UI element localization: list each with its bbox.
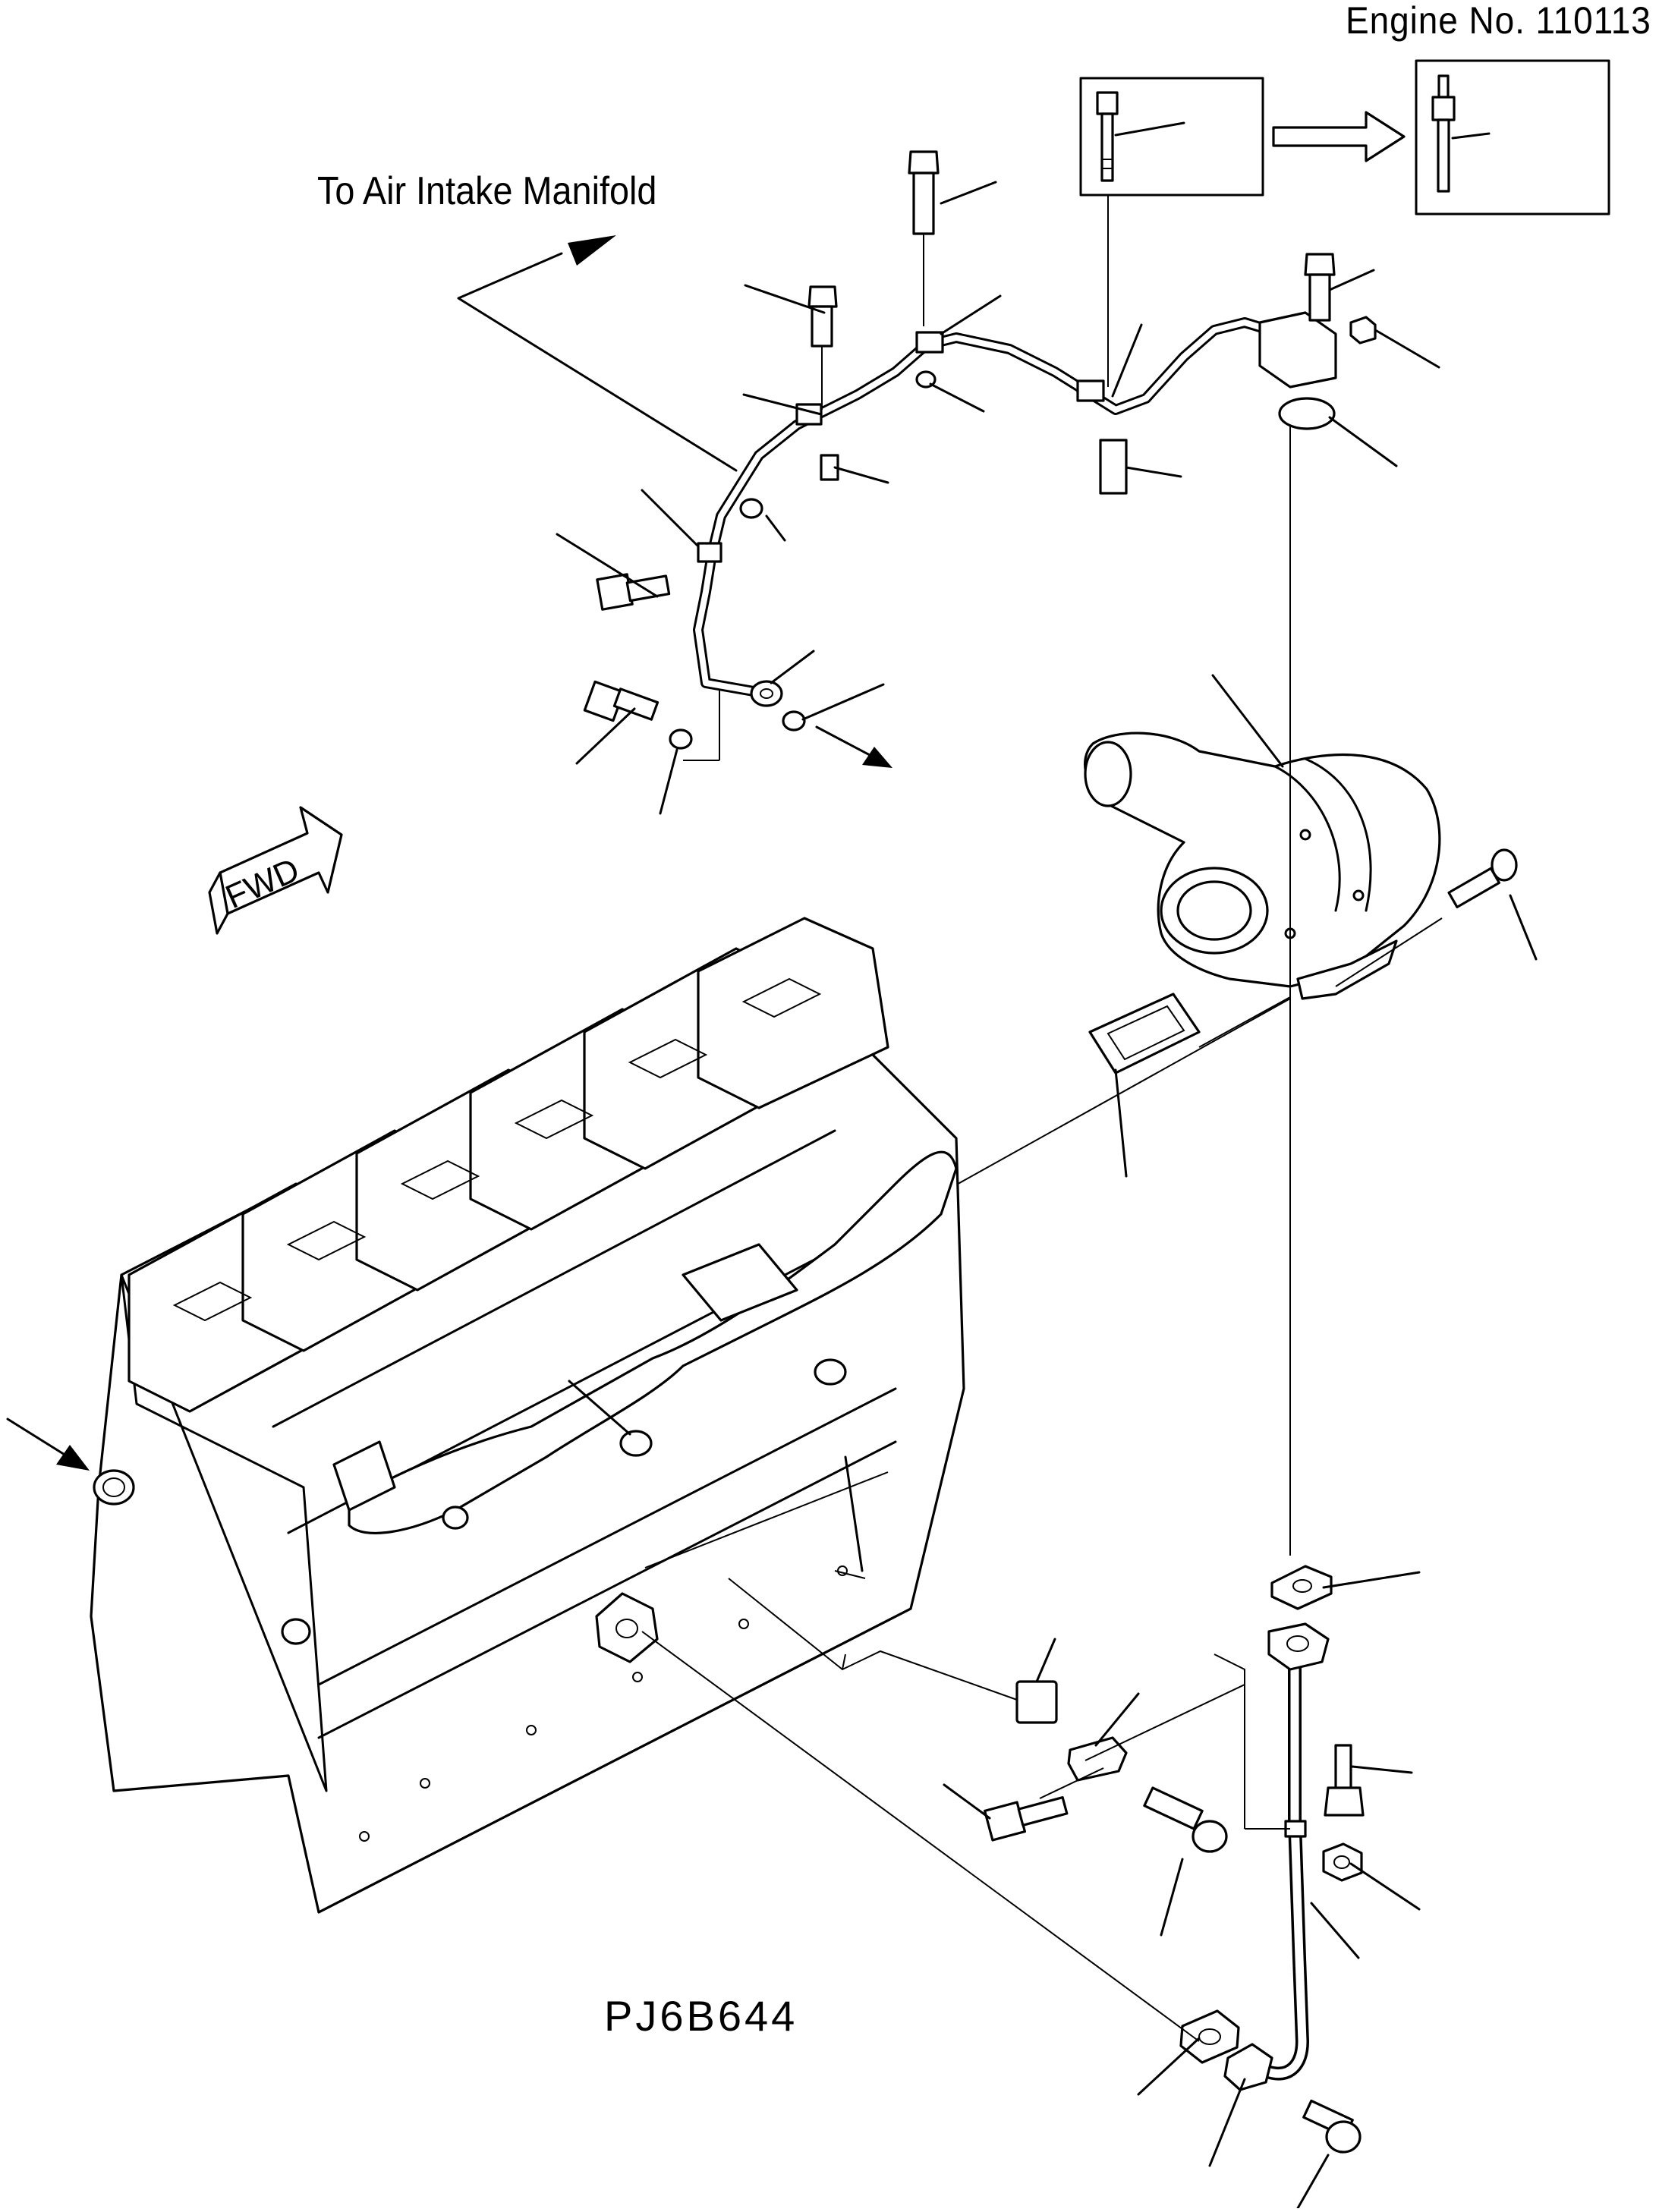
lower-bolt-2 — [1143, 1786, 1228, 1853]
bolt-3 — [1304, 253, 1336, 322]
fwd-marker-text: FWD — [220, 851, 304, 917]
oil-flow-arrow — [815, 725, 892, 768]
bolt-5 — [583, 680, 660, 722]
fwd-marker — [208, 806, 343, 935]
leader-lines-engine — [568, 1380, 889, 1579]
spacer-2 — [1099, 439, 1128, 495]
engine-arrow — [6, 1418, 90, 1471]
bolt-2 — [908, 150, 940, 326]
leader-lines-top — [556, 181, 1440, 815]
bolt-inset-old — [1079, 77, 1264, 197]
tube-assembly — [693, 311, 1377, 707]
gasket-ring-1 — [669, 728, 693, 750]
engine-number-label: Engine No. 110113 — [1346, 0, 1651, 42]
engine-block — [90, 917, 965, 1914]
bolt-1 — [807, 285, 838, 410]
bolt-4 — [596, 573, 671, 611]
lower-gasket-2 — [1179, 2009, 1240, 2064]
lower-gasket-1 — [1270, 1565, 1333, 1610]
leader-lines-lower — [641, 1571, 1421, 2210]
lower-bolt-4 — [1302, 2099, 1362, 2154]
gasket-ring-2 — [782, 710, 806, 732]
turbo-stud — [1335, 848, 1538, 987]
air-intake-label: To Air Intake Manifold — [317, 169, 657, 213]
turbocharger — [1084, 674, 1441, 1000]
washer-1 — [739, 498, 763, 519]
bolt-inset-new — [1415, 59, 1610, 216]
lower-nut — [1322, 1842, 1363, 1882]
flange-gasket-top — [1278, 397, 1336, 430]
figure-code: PJ6B644 — [604, 1992, 798, 2040]
replacement-arrow — [1272, 111, 1406, 162]
turbo-gasket — [1088, 993, 1291, 1178]
drain-tube — [1214, 1622, 1330, 2091]
lower-bolt-3 — [1324, 1744, 1365, 1817]
lower-bolt-1 — [983, 1796, 1069, 1842]
air-intake-arrow — [457, 235, 738, 472]
